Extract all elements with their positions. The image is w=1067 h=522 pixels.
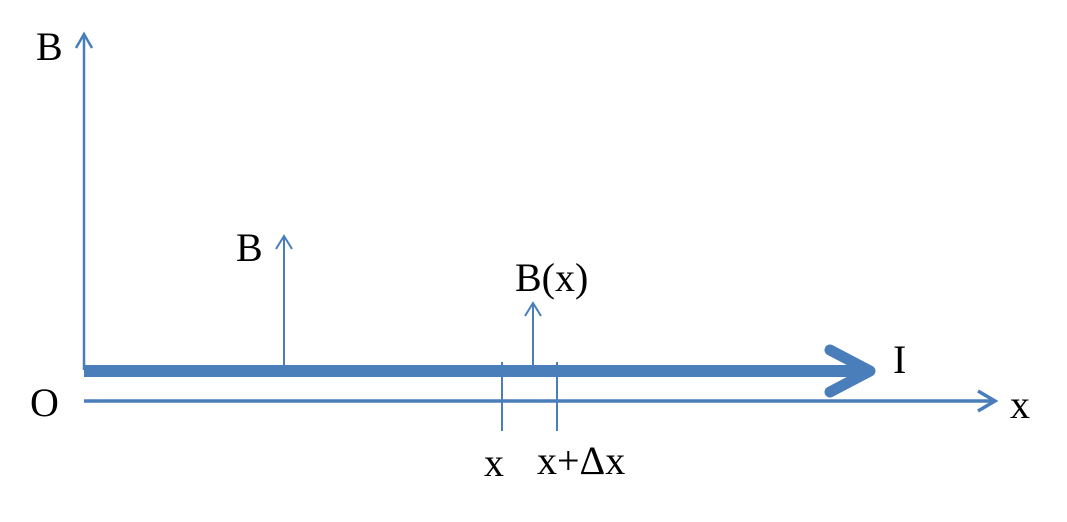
x-axis-label: x <box>1010 382 1030 427</box>
field-arrow-left <box>275 234 293 365</box>
field-label-mid: B(x) <box>515 255 588 300</box>
b-axis-label: B <box>36 24 63 69</box>
current-arrow <box>84 344 876 398</box>
field-label-left: B <box>236 225 263 270</box>
current-label: I <box>893 337 906 382</box>
tick-x-dx-label: x+Δx <box>537 438 625 483</box>
origin-label: O <box>30 380 59 425</box>
field-arrow-mid <box>524 301 542 365</box>
b-axis <box>74 31 94 370</box>
tick-x-label: x <box>484 440 504 485</box>
x-axis <box>84 389 999 413</box>
